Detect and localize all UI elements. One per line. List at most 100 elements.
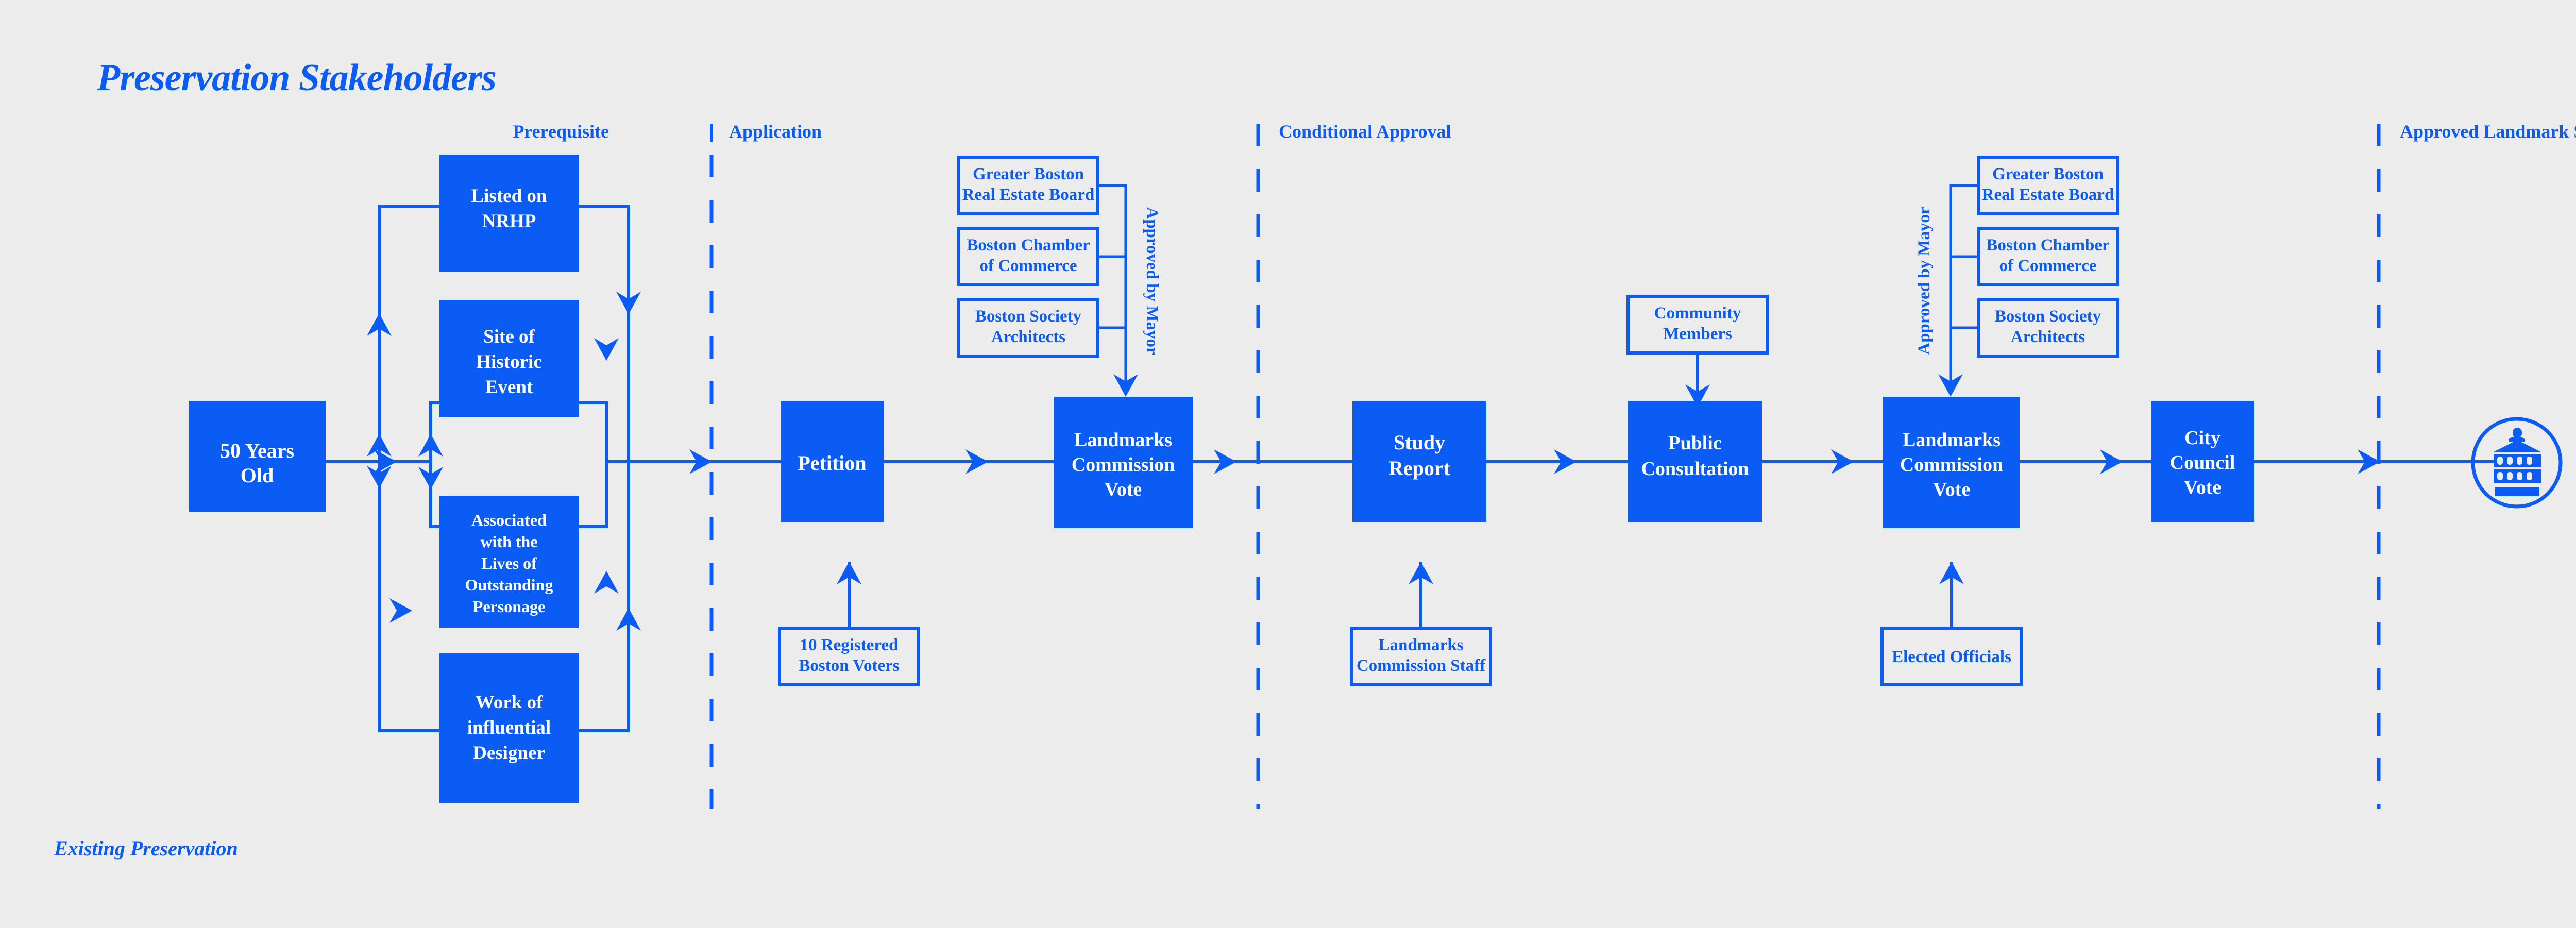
criterion-nrhp[interactable]: Listed on NRHP xyxy=(439,155,579,272)
stakeholder-boston-chamber-of-commerce-2[interactable]: Boston Chamber of Commerce xyxy=(1977,227,2119,286)
input-community-members-line-2: Members xyxy=(1663,325,1732,343)
process-study-report-box xyxy=(1352,401,1486,522)
criterion-outstanding-personage-line-1: Associated xyxy=(471,511,547,529)
stakeholder-gbreb-1-line-1: Greater Boston xyxy=(973,165,1084,183)
bracket-right-label-approved-by-mayor: Approved by Mayor xyxy=(1915,207,1934,355)
stakeholder-bsa-1-line-2: Architects xyxy=(991,328,1065,346)
collect-nrhp xyxy=(579,205,630,462)
phase-label-application: Application xyxy=(729,121,822,142)
stakeholder-greater-boston-real-estate-board-1[interactable]: Greater Boston Real Estate Board xyxy=(957,156,1099,215)
criterion-nrhp-line-1: Listed on xyxy=(471,185,547,207)
criterion-influential-designer-line-3: Designer xyxy=(473,743,545,764)
landmark-building-icon-glyph xyxy=(2493,428,2542,496)
process-city-council-vote[interactable]: City Council Vote xyxy=(2151,401,2254,522)
criterion-historic-event-line-2: Historic xyxy=(476,351,541,373)
stakeholder-bcc-1-line-2: of Commerce xyxy=(979,257,1077,275)
input-community-members[interactable]: Community Members xyxy=(1626,295,1769,407)
collect-event xyxy=(579,401,608,462)
stakeholder-boston-society-architects-1[interactable]: Boston Society Architects xyxy=(957,298,1099,358)
process-city-council-vote-box xyxy=(2151,401,2254,522)
stakeholder-bsa-1-line-1: Boston Society xyxy=(975,307,1082,326)
process-petition[interactable]: Petition xyxy=(781,401,884,522)
process-petition-line-1: Petition xyxy=(798,451,866,475)
process-study-report-line-1: Study xyxy=(1394,431,1445,454)
collect-designer xyxy=(579,462,630,732)
criteria-to-petition-connectors xyxy=(579,205,781,732)
stakeholder-bcc-1-line-1: Boston Chamber xyxy=(967,236,1090,255)
stakeholder-bcc-2-line-2: of Commerce xyxy=(1999,257,2096,275)
process-lcvote1-line-1: Landmarks xyxy=(1074,429,1172,451)
process-lcvote1-box xyxy=(1054,397,1193,528)
input-10-registered-boston-voters[interactable]: 10 Registered Boston Voters xyxy=(778,562,920,686)
criterion-historic-event-line-1: Site of xyxy=(483,326,535,347)
stakeholder-boston-chamber-of-commerce-1[interactable]: Boston Chamber of Commerce xyxy=(957,227,1099,286)
page-title: Preservation Stakeholders xyxy=(96,57,496,99)
entry-node-label-line1: 50 Years xyxy=(220,439,294,462)
stakeholder-boston-society-architects-2[interactable]: Boston Society Architects xyxy=(1977,298,2119,358)
phase-label-prerequisite: Prerequisite xyxy=(513,121,609,142)
criterion-nrhp-line-2: NRHP xyxy=(482,211,536,232)
input-elected-officials[interactable]: Elected Officials xyxy=(1880,562,2023,686)
entry-node-box xyxy=(189,401,326,512)
criterion-historic-event-box xyxy=(439,300,579,417)
stakeholder-group-right: Greater Boston Real Estate Board Boston … xyxy=(1915,156,2119,397)
entry-to-criteria-connectors xyxy=(326,205,443,732)
phase-divider-group xyxy=(709,124,2381,809)
phase-label-conditional-approval: Conditional Approval xyxy=(1279,121,1451,142)
bracket-left-arm-1 xyxy=(1098,184,1127,381)
criterion-influential-designer-line-2: influential xyxy=(467,717,551,738)
criterion-outstanding-personage-box xyxy=(439,496,579,628)
criterion-influential-designer-line-1: Work of xyxy=(476,692,543,713)
process-lcvote1-line-3: Vote xyxy=(1105,479,1142,500)
input-community-members-line-1: Community xyxy=(1654,304,1741,323)
process-public-consultation-line-2: Consultation xyxy=(1641,458,1749,480)
stakeholder-gbreb-2-line-2: Real Estate Board xyxy=(1982,185,2114,204)
process-lcvote2-line-2: Commission xyxy=(1900,454,2004,476)
process-petition-box xyxy=(781,401,884,522)
criterion-outstanding-personage-line-5: Personage xyxy=(473,597,545,616)
input-elected-officials-line-1: Elected Officials xyxy=(1892,648,2011,666)
criterion-outstanding-personage-line-4: Outstanding xyxy=(465,576,553,594)
stakeholder-bsa-2-line-2: Architects xyxy=(2011,328,2085,346)
landmark-building-icon[interactable] xyxy=(2471,417,2563,509)
landmark-building-icon-ring xyxy=(2471,417,2563,509)
stakeholder-greater-boston-real-estate-board-2[interactable]: Greater Boston Real Estate Board xyxy=(1977,156,2119,215)
process-public-consultation-box xyxy=(1628,401,1762,522)
input-lcstaff-line-1: Landmarks xyxy=(1378,636,1463,654)
bus-left-outer-arrow-mid xyxy=(389,598,412,623)
collect-personage xyxy=(579,462,608,528)
process-city-council-vote-line-3: Vote xyxy=(2184,477,2221,498)
criterion-historic-event[interactable]: Site of Historic Event xyxy=(439,300,579,417)
footer-caption: Existing Preservation xyxy=(54,837,238,860)
process-public-consultation[interactable]: Public Consultation xyxy=(1628,401,1762,522)
criterion-nrhp-box xyxy=(439,155,579,272)
criterion-influential-designer-box xyxy=(439,653,579,803)
entry-node-label-line2: Old xyxy=(241,464,274,487)
bracket-left-label-approved-by-mayor: Approved by Mayor xyxy=(1143,207,1161,355)
stakeholder-bsa-2-line-1: Boston Society xyxy=(1995,307,2102,326)
input-lcstaff-line-2: Commission Staff xyxy=(1357,656,1486,675)
bus-left-outer-down xyxy=(378,462,439,732)
entry-node-50-years-old[interactable]: 50 Years Old xyxy=(189,401,326,512)
stakeholder-gbreb-2-line-1: Greater Boston xyxy=(1992,165,2104,183)
process-landmarks-commission-vote-1[interactable]: Landmarks Commission Vote xyxy=(1054,397,1193,528)
process-lcvote2-box xyxy=(1883,397,2020,528)
phase-label-approved-landmark-status: Approved Landmark Status xyxy=(2400,121,2576,142)
process-lcvote2-line-1: Landmarks xyxy=(1903,429,2001,451)
input-voters-line-2: Boston Voters xyxy=(799,656,899,675)
input-landmarks-commission-staff[interactable]: Landmarks Commission Staff xyxy=(1350,562,1492,686)
criterion-influential-designer[interactable]: Work of influential Designer xyxy=(439,653,579,803)
process-study-report[interactable]: Study Report xyxy=(1352,401,1486,522)
bracket-right-arm-1 xyxy=(1949,184,1978,381)
process-lcvote2-line-3: Vote xyxy=(1933,479,1970,500)
process-public-consultation-line-1: Public xyxy=(1668,432,1721,454)
process-landmarks-commission-vote-2[interactable]: Landmarks Commission Vote xyxy=(1883,397,2020,528)
process-study-report-line-2: Report xyxy=(1388,457,1451,480)
stakeholder-group-left: Greater Boston Real Estate Board Boston … xyxy=(957,156,1161,397)
criterion-historic-event-line-3: Event xyxy=(485,377,533,398)
input-voters-line-1: 10 Registered xyxy=(800,636,899,654)
stakeholder-gbreb-1-line-2: Real Estate Board xyxy=(962,185,1095,204)
phase-labels: Prerequisite Application Conditional App… xyxy=(513,121,2576,142)
criterion-outstanding-personage[interactable]: Associated with the Lives of Outstanding… xyxy=(439,496,579,628)
